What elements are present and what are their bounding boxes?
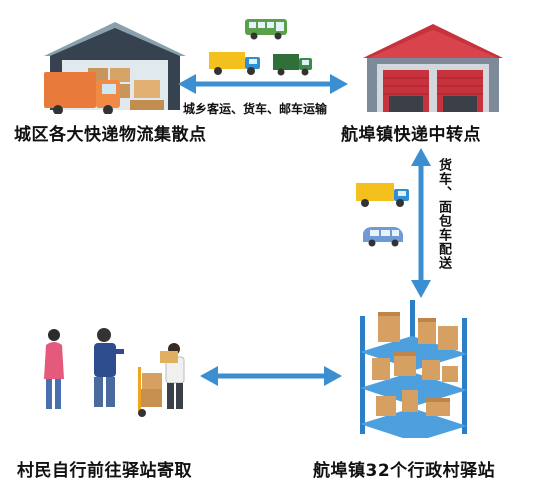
town-transfer-label: 航埠镇快递中转点 bbox=[341, 125, 481, 145]
town-transfer-warehouse-illustration bbox=[363, 24, 503, 112]
village-station-shelves-illustration bbox=[360, 300, 467, 438]
village-stations-label: 航埠镇32个行政村驿站 bbox=[313, 461, 496, 481]
town-to-village-arrow bbox=[411, 148, 431, 298]
green-mail-truck-icon bbox=[273, 54, 312, 76]
village-to-station-arrow bbox=[200, 366, 342, 386]
villagers-label: 村民自行前往驿站寄取 bbox=[17, 461, 192, 481]
city-to-town-transport-label: 城乡客运、货车、邮车运输 bbox=[183, 102, 328, 116]
minivan-icon bbox=[363, 227, 403, 247]
villagers-illustration bbox=[44, 328, 185, 417]
delivery-truck-icon bbox=[356, 183, 409, 207]
city-to-town-arrow bbox=[178, 74, 348, 94]
bus-icon bbox=[245, 19, 287, 40]
city-hub-label: 城区各大快递物流集散点 bbox=[14, 125, 207, 145]
town-to-village-delivery-label: 货车、面包车配送 bbox=[436, 158, 451, 270]
yellow-truck-icon bbox=[209, 52, 260, 75]
city-warehouse-illustration bbox=[44, 22, 186, 114]
